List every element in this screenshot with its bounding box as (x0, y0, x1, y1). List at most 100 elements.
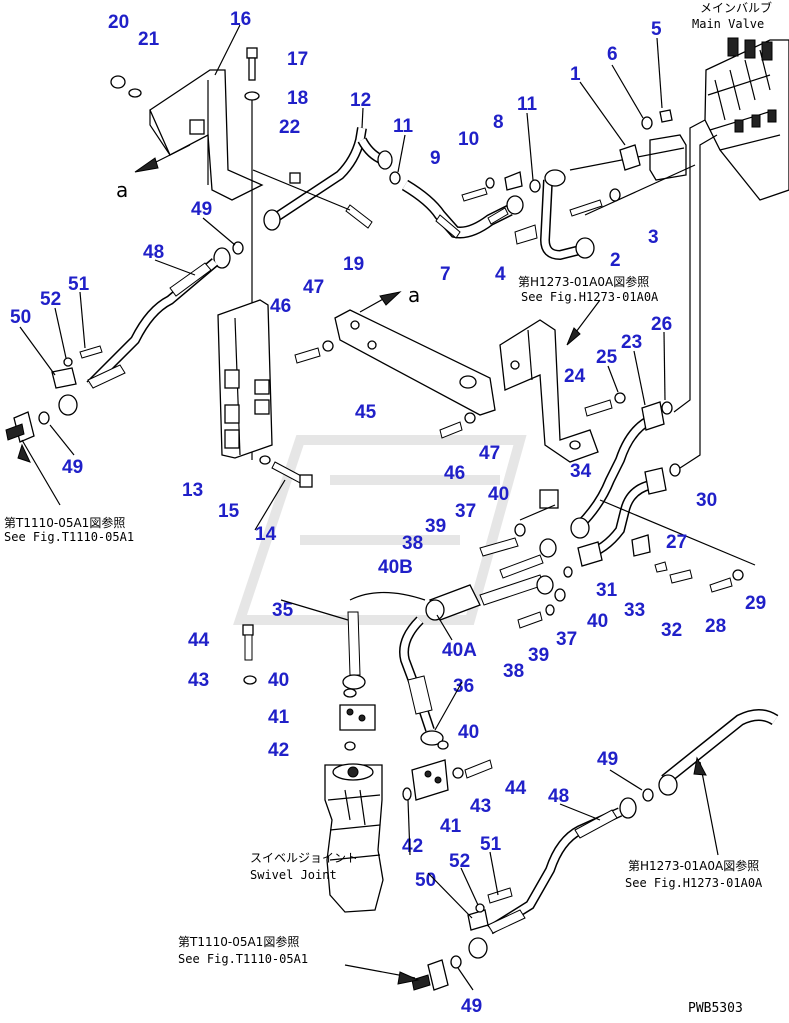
pipe-12 (252, 127, 393, 231)
ref-h1273-en-top: See Fig.H1273-01A0A (521, 290, 659, 304)
drawing-code: PWB5303 (688, 1001, 743, 1016)
callout-36: 36 (453, 676, 474, 697)
bracket-45 (334, 309, 496, 416)
callout-39b: 39 (528, 645, 549, 666)
ref-t1110-en-left: See Fig.T1110-05A1 (4, 530, 134, 544)
callout-38a: 38 (402, 533, 423, 554)
view-arrow-a-left: a (116, 144, 191, 202)
ref-h1273-en-bottom: See Fig.H1273-01A0A (625, 876, 763, 890)
ref-h1273-jp-bottom: 第H1273-01A0A図参照 (628, 858, 759, 873)
callout-17: 17 (287, 49, 308, 70)
ref-t1110-jp-left: 第T1110-05A1図参照 (4, 515, 125, 530)
callout-42a: 42 (268, 740, 289, 761)
callout-48a: 48 (143, 242, 164, 263)
callout-43b: 43 (470, 796, 491, 817)
callout-29: 29 (745, 593, 766, 614)
callout-1: 1 (570, 64, 581, 85)
block-41a (242, 624, 376, 751)
callout-50a: 50 (10, 307, 31, 328)
callout-4: 4 (495, 264, 506, 285)
bolt-46a (294, 340, 334, 364)
callout-31: 31 (596, 580, 618, 601)
callout-52a: 52 (40, 289, 61, 310)
callout-37a: 37 (455, 501, 476, 522)
callout-30: 30 (696, 490, 717, 511)
callout-49c: 49 (597, 749, 618, 770)
callout-3: 3 (648, 227, 659, 248)
callout-38b: 38 (503, 661, 524, 682)
callout-42b: 42 (402, 836, 423, 857)
callout-46b: 46 (444, 463, 465, 484)
bolt-46b (439, 412, 476, 439)
swivel-label-en: Swivel Joint (250, 868, 337, 882)
swivel-joint (324, 763, 384, 913)
callout-44a: 44 (188, 630, 210, 651)
bracket-16 (110, 47, 301, 460)
callout-43a: 43 (188, 670, 209, 691)
callout-52b: 52 (449, 851, 470, 872)
callout-40c: 40 (587, 611, 608, 632)
callout-16: 16 (230, 9, 251, 30)
callout-40b: 40B (378, 557, 413, 578)
callout-35: 35 (272, 600, 294, 621)
callout-23: 23 (621, 332, 642, 353)
callout-9: 9 (430, 148, 441, 169)
ref-arrowhead-top (566, 327, 581, 346)
callout-50b: 50 (415, 870, 436, 891)
callout-40d: 40A (442, 640, 477, 661)
callout-41b: 41 (440, 816, 462, 837)
callout-34: 34 (570, 461, 592, 482)
callout-49d: 49 (461, 996, 482, 1017)
callout-12: 12 (350, 90, 371, 111)
callout-45: 45 (355, 402, 377, 423)
hose-35 (342, 611, 366, 690)
callout-19: 19 (343, 254, 364, 275)
pipe-2 (514, 169, 621, 261)
pipe-48-lower (344, 709, 779, 991)
clamp-34 (519, 489, 559, 521)
valve-assembly-40b (425, 523, 573, 629)
o-ring-11b (529, 179, 541, 193)
callout-13: 13 (182, 480, 203, 501)
callout-49b: 49 (62, 457, 83, 478)
view-label-a-left: a (116, 178, 128, 202)
ref-t1110-en-bottom: See Fig.T1110-05A1 (178, 952, 308, 966)
callout-49a: 49 (191, 199, 212, 220)
callout-37b: 37 (556, 629, 577, 650)
callout-10: 10 (458, 129, 479, 150)
leader-lines (19, 24, 666, 991)
callout-11a: 11 (393, 116, 414, 137)
callout-8: 8 (493, 112, 504, 133)
callout-27: 27 (666, 532, 687, 553)
callout-40e: 40 (268, 670, 289, 691)
pipe-48-upper (5, 241, 244, 506)
watermark (233, 435, 527, 625)
bracket-13 (217, 299, 313, 488)
pipe-23 (570, 401, 673, 539)
callout-40a: 40 (488, 484, 509, 505)
view-arrow-a-mid: a (359, 283, 420, 313)
callout-51b: 51 (480, 834, 502, 855)
callout-7: 7 (440, 264, 451, 285)
flange-1 (619, 109, 673, 171)
callout-26: 26 (651, 314, 672, 335)
main-valve (649, 37, 789, 201)
callout-33: 33 (624, 600, 645, 621)
callout-22: 22 (279, 117, 300, 138)
callout-44b: 44 (505, 778, 527, 799)
callout-24: 24 (564, 366, 586, 387)
callout-numbers: 20 21 16 17 18 12 22 11 10 9 8 11 1 6 5 … (10, 9, 766, 1017)
callout-32: 32 (661, 620, 682, 641)
view-label-a-mid: a (408, 283, 420, 307)
callout-47a: 47 (303, 277, 324, 298)
block-41b (402, 740, 493, 801)
callout-20: 20 (108, 12, 129, 33)
main-valve-label-en: Main Valve (692, 17, 764, 31)
callout-40f: 40 (458, 722, 479, 743)
callout-2: 2 (610, 250, 621, 271)
callout-25: 25 (596, 347, 618, 368)
callout-11b: 11 (517, 94, 538, 115)
swivel-label-jp: スイベルジョイント (250, 851, 358, 865)
callout-28: 28 (705, 616, 726, 637)
